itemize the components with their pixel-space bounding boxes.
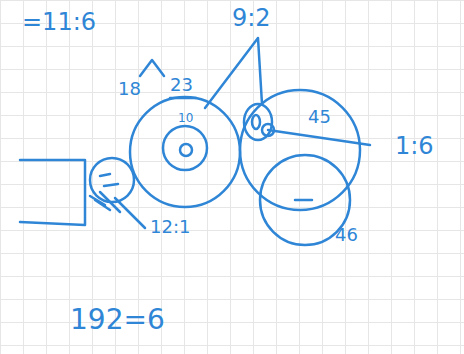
inner-circle bbox=[244, 104, 272, 140]
handwritten-note: =11:6 bbox=[22, 10, 96, 34]
head-circle bbox=[90, 158, 134, 202]
core-circle bbox=[252, 115, 260, 129]
outer-circle bbox=[130, 97, 240, 207]
underline bbox=[170, 97, 196, 100]
leader-line bbox=[205, 38, 262, 108]
leader-line bbox=[268, 130, 370, 145]
leader-line bbox=[115, 198, 145, 228]
handwritten-note: 18 bbox=[118, 80, 141, 98]
outer-circle bbox=[240, 90, 360, 210]
handwritten-note: 9:2 bbox=[232, 6, 271, 30]
handwritten-note: 1:6 bbox=[395, 134, 434, 158]
handwritten-note: 12:1 bbox=[150, 218, 190, 236]
dash-mark bbox=[295, 199, 312, 202]
handwritten-note: 192=6 bbox=[70, 306, 165, 334]
box-outline bbox=[20, 160, 85, 225]
handwritten-note: 10 bbox=[178, 112, 193, 124]
inner-circle bbox=[163, 126, 207, 170]
core-circle bbox=[180, 144, 192, 156]
handwritten-note: 45 bbox=[308, 108, 331, 126]
scribble bbox=[90, 174, 120, 212]
handwritten-note: 46 bbox=[335, 226, 358, 244]
caret-mark bbox=[140, 60, 164, 76]
handwritten-note: 23 bbox=[170, 76, 193, 94]
